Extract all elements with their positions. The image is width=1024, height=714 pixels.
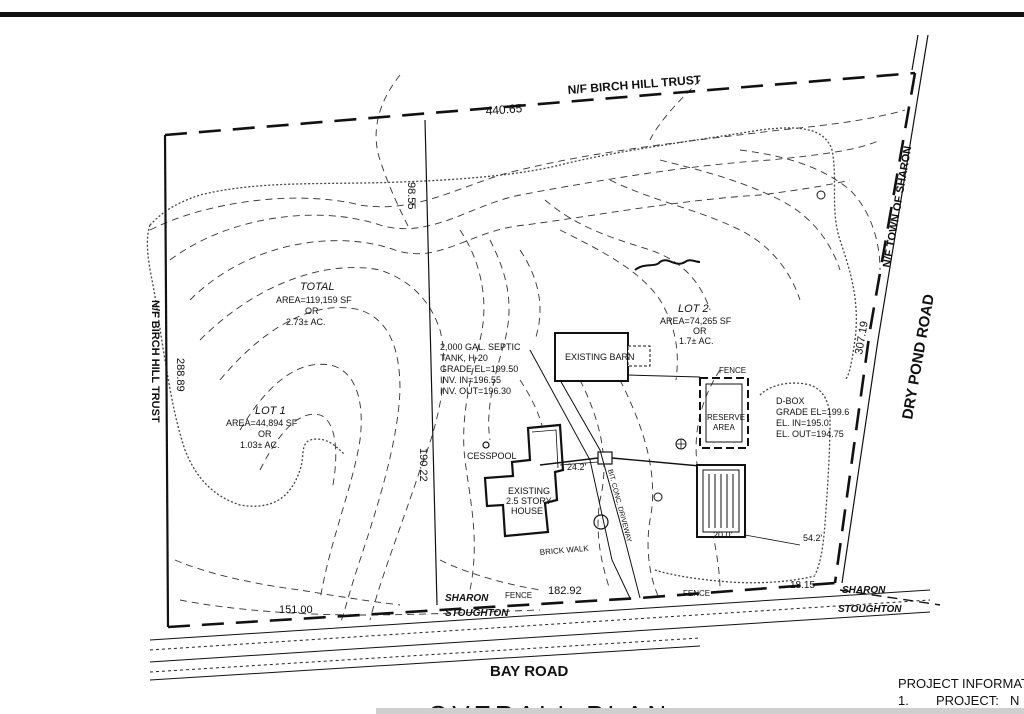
driveway-edge (559, 379, 641, 599)
reserve-label-2: AREA (713, 423, 735, 432)
reserve-area (699, 377, 749, 449)
topographic-contours (149, 74, 906, 626)
north-length-label: 440.65 (485, 101, 523, 118)
project-info-heading: PROJECT INFORMAT (898, 676, 1024, 691)
road-lines (149, 589, 941, 681)
existing-house (483, 423, 565, 538)
fence-label-barn: FENCE (719, 366, 746, 375)
project-info-item-label: PROJECT: (936, 693, 999, 708)
south-segment-3-label: 18.15 (790, 580, 815, 591)
total-label: TOTAL (300, 281, 334, 293)
dim-24-label: 24.2' (567, 462, 587, 472)
dim-20-label: 20.0' (713, 530, 733, 540)
driveway-edge-2 (529, 349, 631, 599)
brick-walk-label: BRICK WALK (539, 544, 589, 557)
fence-label-south-1: FENCE (505, 591, 532, 600)
east-length-label: 307.19 (853, 320, 871, 355)
dim-arrow-24 (559, 461, 599, 466)
dbox-line4: EL. OUT=194.75 (776, 429, 844, 439)
sharon-label-left: SHARON (445, 593, 489, 604)
total-or: OR (305, 306, 319, 316)
septic-line5: INV. OUT=196.30 (440, 386, 511, 396)
dbox-line2: GRADE EL=199.6 (776, 407, 849, 417)
south-segment-1-label: 151.00 (279, 604, 313, 616)
barn-fence (627, 374, 701, 378)
septic-line1: 2,000 GAL. SEPTIC (440, 342, 521, 352)
stoughton-label-left: STOUGHTON (445, 608, 509, 619)
leaching-field (696, 464, 746, 538)
dim-54-label: 54.2' (803, 533, 823, 543)
total-acres: 2.73± AC. (286, 317, 325, 327)
sharon-label-right: SHARON (842, 585, 886, 596)
dim-arrow-54 (744, 534, 801, 546)
driveway-label: BIT. CONC. DRIVEWAY (606, 469, 632, 544)
lot2-area: AREA=74,265 SF (660, 316, 732, 326)
lot2-label: LOT 2 (678, 303, 709, 315)
dbox-line3: EL. IN=195.0 (776, 418, 829, 428)
lot1-area: AREA=44,894 SF (226, 418, 298, 428)
dbox-line1: D-BOX (776, 396, 805, 406)
total-area: AREA=119,159 SF (276, 295, 352, 305)
existing-barn (554, 332, 651, 382)
property-boundary (163, 34, 929, 629)
lot1-label: LOT 1 (255, 405, 286, 417)
south-segment-2-label: 182.92 (548, 585, 582, 597)
existing-barn-label: EXISTING BARN (565, 352, 635, 362)
tree-symbols (593, 190, 826, 530)
lot1-or: OR (258, 429, 272, 439)
stoughton-label-right: STOUGHTON (838, 604, 902, 615)
cesspool-label: CESSPOOL (467, 451, 517, 461)
fence-squiggle (634, 259, 701, 271)
septic-line2: TANK, H-20 (440, 353, 488, 363)
project-info-item-number: 1. (898, 693, 909, 708)
interior-line-south-label: 190.22 (417, 448, 429, 482)
bay-road-label: BAY ROAD (490, 663, 569, 680)
septic-line3: GRADE EL=199.50 (440, 364, 518, 374)
project-info-item-value: N (1010, 693, 1019, 708)
cesspool-marker (482, 441, 490, 449)
scan-bottom-edge (376, 708, 1024, 714)
west-length-label: 288.89 (174, 358, 186, 392)
west-owner-label: N/F BIRCH HILL TRUST (149, 300, 161, 423)
house-label-3: HOUSE (511, 506, 543, 516)
interior-line-north-label: 98.55 (405, 182, 417, 210)
lot2-or: OR (693, 326, 707, 336)
fence-label-south-2: FENCE (683, 589, 710, 598)
sheet-top-border (0, 12, 1024, 17)
house-label-1: EXISTING (508, 486, 550, 496)
east-owner-label: N/F TOWN OF SHARON (881, 145, 914, 269)
lot1-acres: 1.03± AC. (240, 440, 279, 450)
tree-line (146, 127, 857, 584)
dry-pond-road-label: DRY POND ROAD (899, 293, 938, 421)
lot2-acres: 1.7± AC. (679, 336, 713, 346)
house-label-2: 2.5 STORY (506, 496, 552, 506)
septic-line4: INV. IN=196.55 (440, 375, 501, 385)
septic-tank (597, 451, 613, 465)
reserve-label-1: RESERVE (707, 413, 745, 422)
